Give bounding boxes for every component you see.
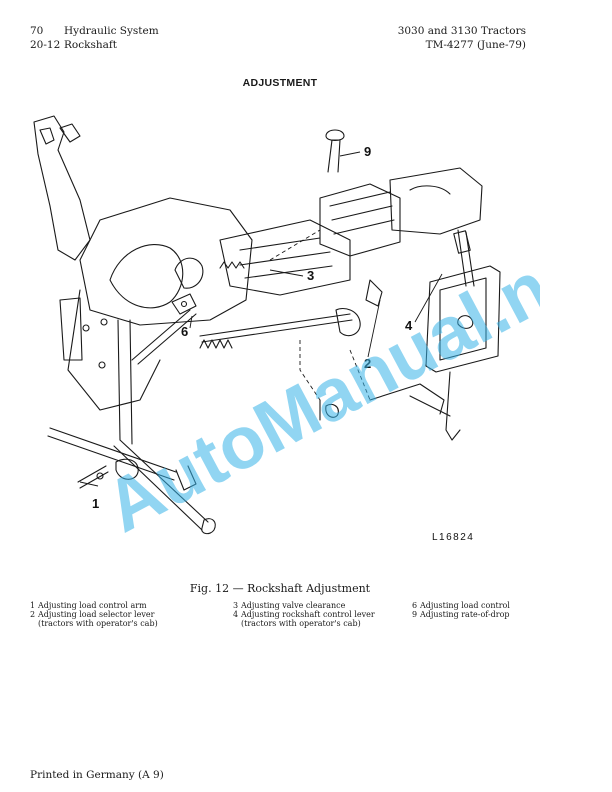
callout-9: 9	[364, 144, 371, 159]
callout-1: 1	[92, 496, 99, 511]
header-subsection-number: 20-12	[30, 39, 61, 51]
callout-6: 6	[181, 324, 188, 339]
figure-reference-number: L16824	[432, 532, 474, 543]
callout-4: 4	[405, 318, 413, 333]
figure-caption: Fig. 12 — Rockshaft Adjustment	[189, 582, 371, 595]
header-section-title: Hydraulic System	[64, 25, 159, 37]
callout-3: 3	[307, 268, 314, 283]
header-page-number: 70	[30, 25, 44, 37]
callout-2: 2	[364, 356, 371, 371]
rockshaft-illustration: 9 3 6 2 4 1 L16824 AutoManual.net	[33, 115, 540, 548]
legend-item-continuation: (tractors with operator's cab)	[38, 619, 158, 628]
header-section-line: 70 Hydraulic System	[30, 24, 159, 38]
legend-item-continuation: (tractors with operator's cab)	[241, 619, 361, 628]
header-subsection-title: Rockshaft	[64, 39, 117, 51]
footer-print-note: Printed in Germany (A 9)	[30, 769, 164, 781]
header-model: 3030 and 3130 Tractors	[397, 25, 526, 37]
section-title: ADJUSTMENT	[242, 77, 318, 89]
header-manual-ref: TM-4277 (June-79)	[425, 39, 526, 51]
watermark: AutoManual.net	[92, 214, 540, 548]
